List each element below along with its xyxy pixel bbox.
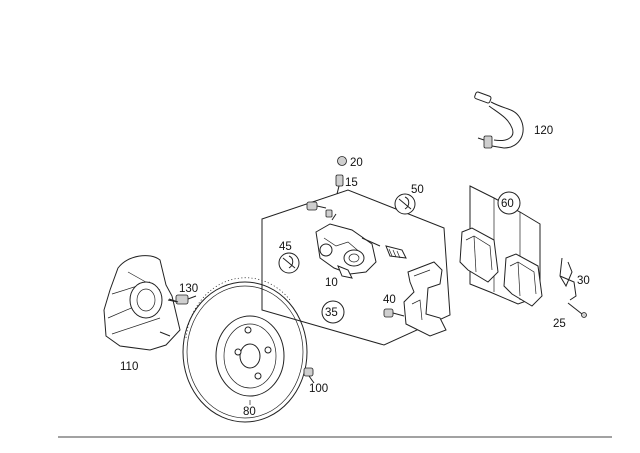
label-110: 100 bbox=[309, 383, 328, 395]
label-20: 20 bbox=[350, 157, 363, 169]
callout-20[interactable]: 20 bbox=[350, 157, 363, 169]
label-35: 35 bbox=[325, 307, 338, 319]
label-45: 45 bbox=[279, 241, 292, 253]
upper-bolt-drawing bbox=[306, 201, 333, 218]
label-40: 40 bbox=[383, 294, 396, 306]
callout-100[interactable]: 80 bbox=[243, 400, 256, 418]
callout-40[interactable]: 40 bbox=[383, 294, 396, 306]
shield-bolt-drawing bbox=[168, 294, 197, 305]
label-100: 80 bbox=[243, 406, 256, 418]
caliper-drawing bbox=[315, 213, 381, 279]
spring-clip-drawing bbox=[559, 257, 577, 301]
callout-10[interactable]: 10 bbox=[325, 277, 338, 289]
wear-sensor-drawing bbox=[474, 91, 524, 149]
label-120: 110 bbox=[120, 361, 138, 373]
label-15: 15 bbox=[345, 177, 358, 189]
callout-110[interactable]: 100 bbox=[309, 383, 328, 395]
brake-disc-drawing bbox=[182, 277, 308, 423]
retaining-pin-drawing bbox=[567, 302, 587, 318]
callout-80[interactable]: 120 bbox=[534, 125, 553, 137]
callout-130[interactable]: 130 bbox=[179, 283, 198, 295]
callout-15[interactable]: 15 bbox=[345, 177, 358, 189]
callout-30[interactable]: 25 bbox=[553, 318, 566, 330]
callout-35[interactable]: 35 bbox=[321, 300, 345, 324]
bracket-bolt-drawing bbox=[383, 308, 405, 318]
kit-frame-35 bbox=[261, 189, 451, 346]
bleeder-screw-drawing bbox=[335, 174, 344, 195]
caliper-bracket-drawing bbox=[403, 261, 447, 337]
callout-120[interactable]: 110 bbox=[120, 361, 138, 373]
disc-screw-drawing bbox=[303, 367, 315, 384]
label-30: 25 bbox=[553, 318, 566, 330]
label-50: 50 bbox=[411, 184, 424, 196]
brake-pad-outer-drawing bbox=[503, 253, 543, 307]
callout-25[interactable]: 30 bbox=[577, 275, 590, 287]
splash-shield-drawing bbox=[103, 255, 181, 351]
label-60: 60 bbox=[501, 198, 514, 210]
callout-45[interactable]: 45 bbox=[278, 241, 300, 274]
label-25: 30 bbox=[577, 275, 590, 287]
brake-pad-inner-drawing bbox=[459, 227, 499, 283]
callout-60[interactable]: 60 bbox=[497, 191, 521, 215]
callout-50[interactable]: 50 bbox=[394, 184, 424, 215]
label-130: 130 bbox=[179, 283, 198, 295]
guide-bushing-drawing bbox=[385, 245, 407, 259]
label-10: 10 bbox=[325, 277, 338, 289]
label-80: 120 bbox=[534, 125, 553, 137]
bleeder-cap-drawing bbox=[337, 156, 347, 166]
